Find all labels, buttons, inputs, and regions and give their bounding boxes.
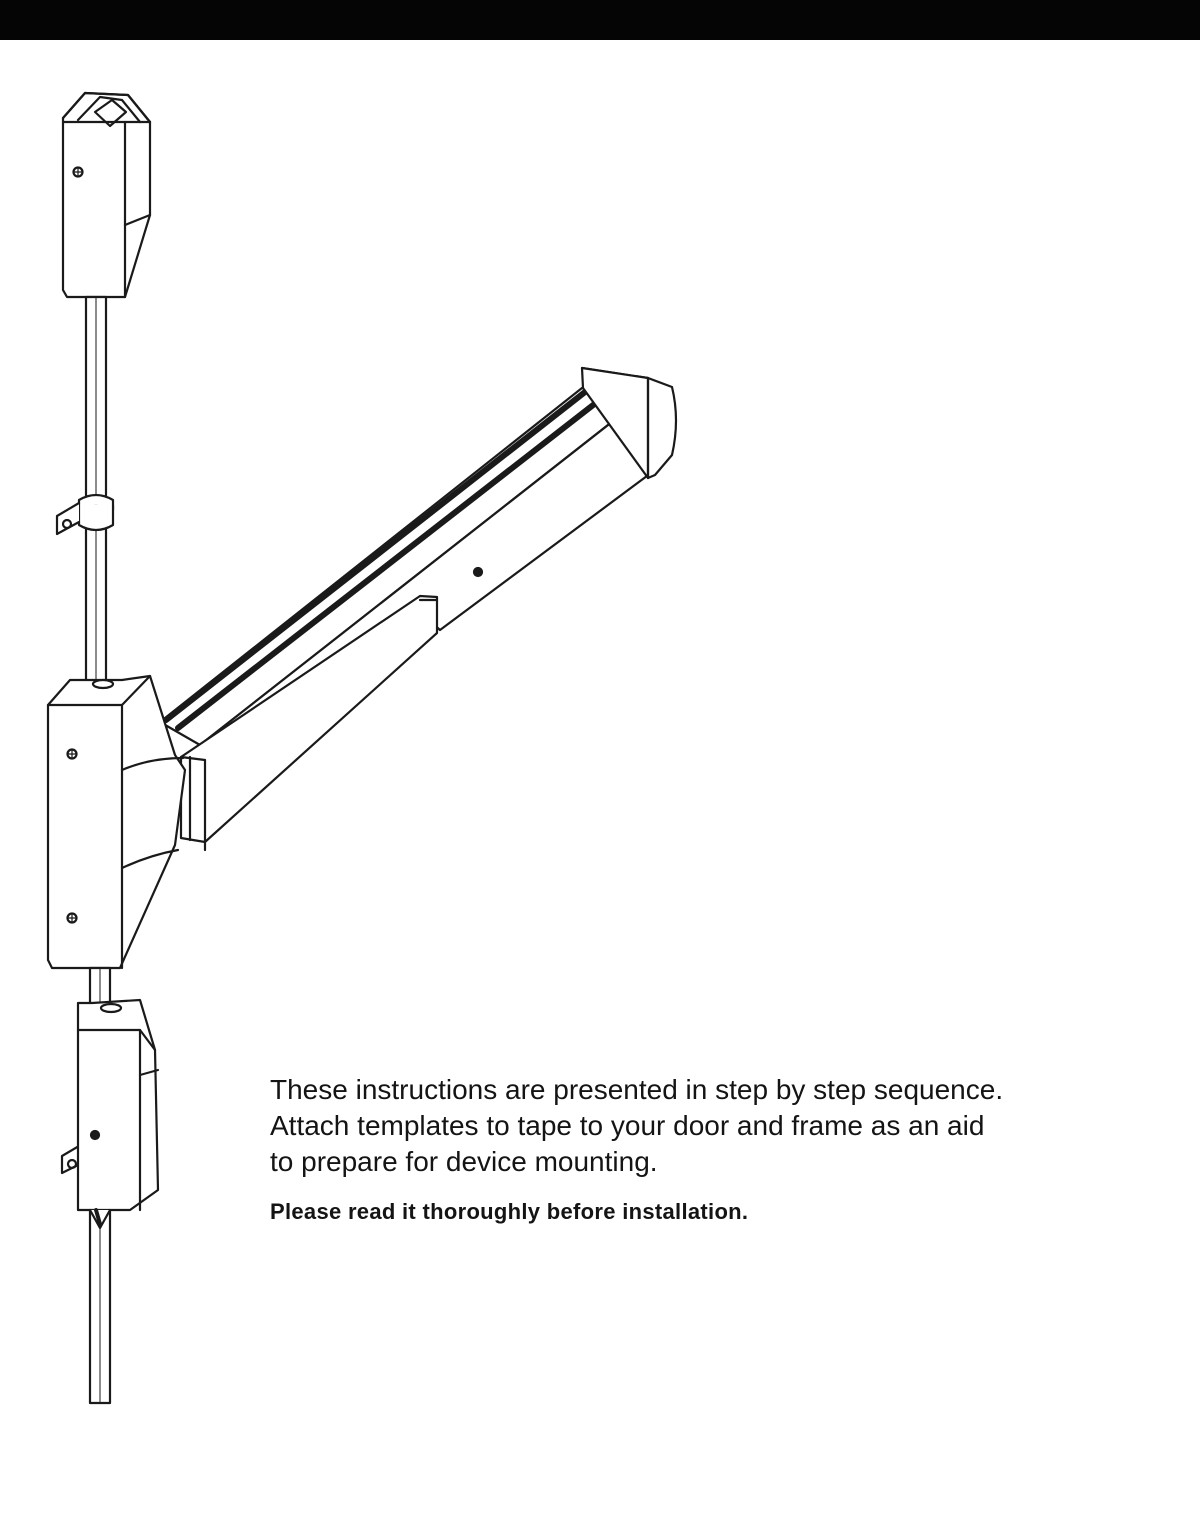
screw-icon	[66, 912, 78, 924]
instruction-line-3: to prepare for device mounting.	[270, 1146, 658, 1177]
end-cap	[580, 366, 678, 480]
screw-icon	[66, 748, 78, 760]
push-bar	[158, 386, 657, 852]
bottom-latch	[76, 998, 160, 1230]
upper-rod-guide	[55, 493, 115, 536]
top-bar	[0, 0, 1200, 40]
screw-icon	[72, 166, 84, 178]
instruction-line-1: These instructions are presented in step…	[270, 1074, 1004, 1105]
instructions-text: These instructions are presented in step…	[270, 1072, 1170, 1226]
upper-rod	[84, 295, 108, 689]
center-case	[46, 674, 187, 970]
top-latch	[61, 91, 152, 299]
instruction-line-2: Attach templates to tape to your door an…	[270, 1110, 985, 1141]
read-before-installation-note: Please read it thoroughly before install…	[270, 1199, 749, 1224]
